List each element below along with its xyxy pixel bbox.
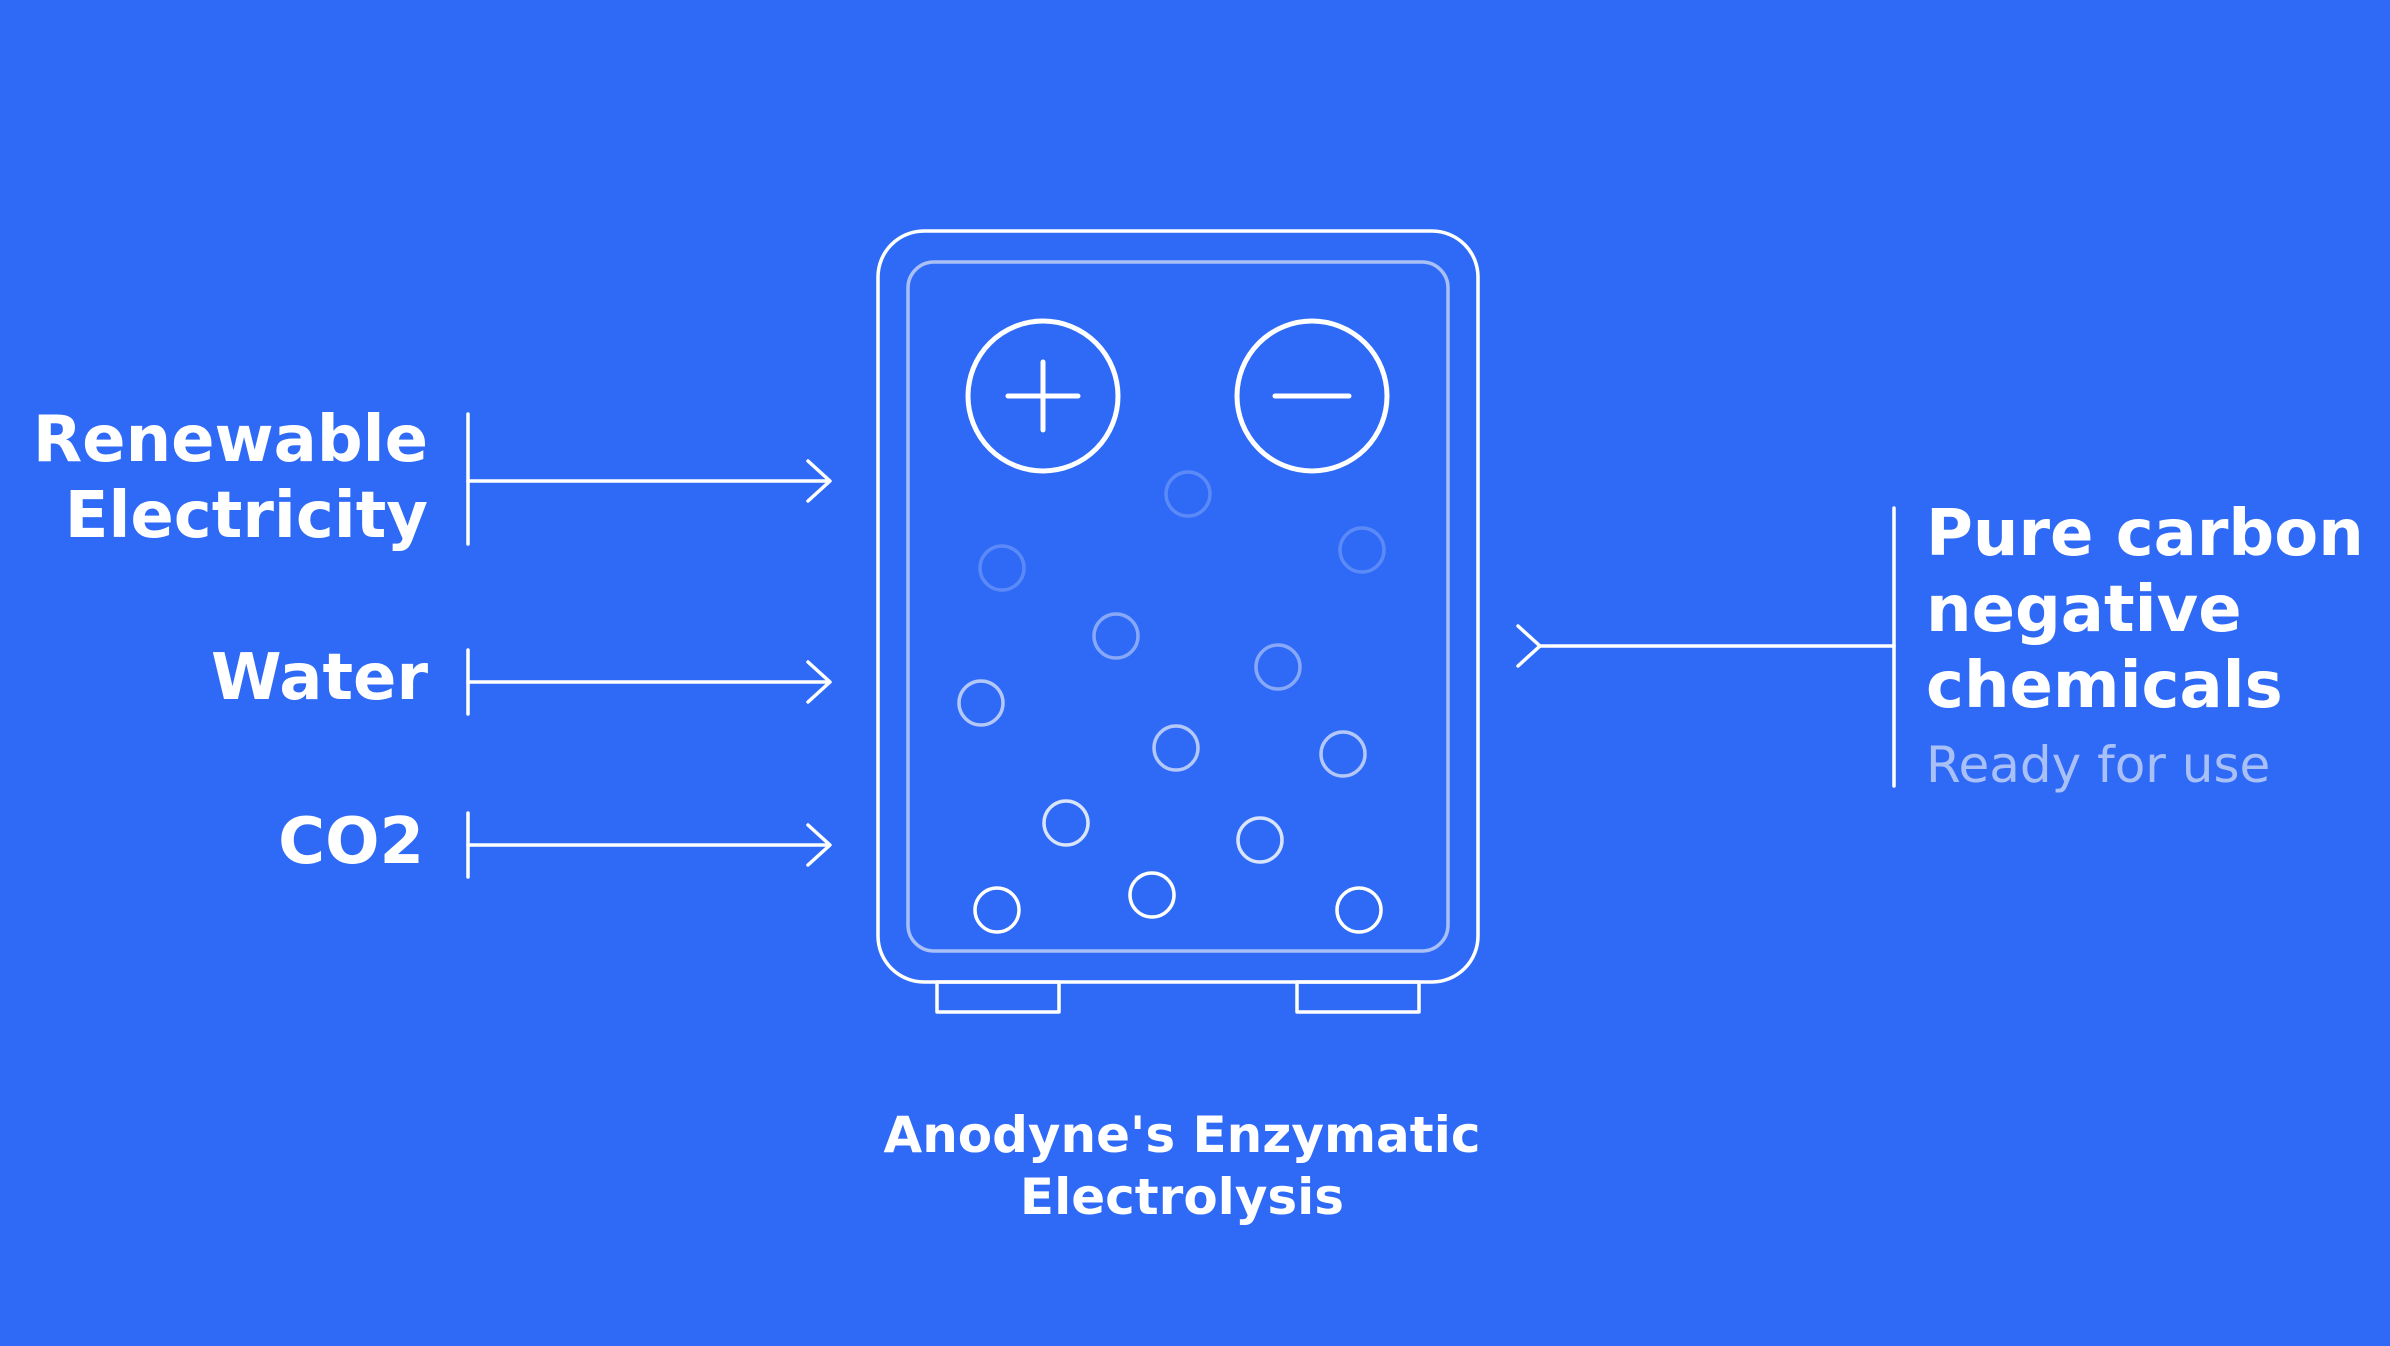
device-foot-left (935, 980, 1061, 1014)
bubble (957, 679, 1005, 727)
bubble (973, 886, 1021, 934)
caption-line: Electrolysis (1019, 1168, 1345, 1226)
caption-line: Anodyne's Enzymatic (883, 1106, 1481, 1164)
device-foot-right (1295, 980, 1421, 1014)
arrow-water (466, 648, 832, 716)
arrow-renewable-electricity (466, 412, 832, 546)
output-label-line: negative (1926, 573, 2242, 647)
bubble (1128, 871, 1176, 919)
bubbles (957, 470, 1386, 934)
arrow-output (1516, 506, 1896, 788)
plus-icon (965, 318, 1121, 474)
bubble (1152, 724, 1200, 772)
input-label-line: Water (210, 641, 428, 715)
device-caption: Anodyne's Enzymatic Electrolysis (832, 1104, 1532, 1228)
bubble (1164, 470, 1212, 518)
bubble (1254, 643, 1302, 691)
bubble (1335, 886, 1383, 934)
bubble (1042, 799, 1090, 847)
input-label-line: Renewable (32, 403, 428, 477)
bubble (1092, 612, 1140, 660)
input-label-co2: CO2 (278, 810, 424, 886)
arrow-co2 (466, 811, 832, 879)
device-inner-chamber (906, 260, 1450, 953)
output-label: Pure carbon negative chemicals (1926, 502, 2364, 730)
output-subtitle: Ready for use (1926, 736, 2271, 794)
bubble (1319, 730, 1367, 778)
input-label-water: Water (211, 646, 428, 722)
bubble (1236, 816, 1284, 864)
electrolyzer-device (876, 229, 1480, 1014)
input-label-renewable-electricity: Renewable Electricity (33, 408, 428, 560)
bubble (1338, 526, 1386, 574)
input-label-line: Electricity (64, 479, 428, 553)
bubble (978, 544, 1026, 592)
device-outer-frame (876, 229, 1480, 984)
output-label-line: Pure carbon (1926, 497, 2364, 571)
minus-icon (1234, 318, 1390, 474)
input-label-line: CO2 (278, 805, 424, 879)
output-label-line: chemicals (1926, 649, 2283, 723)
